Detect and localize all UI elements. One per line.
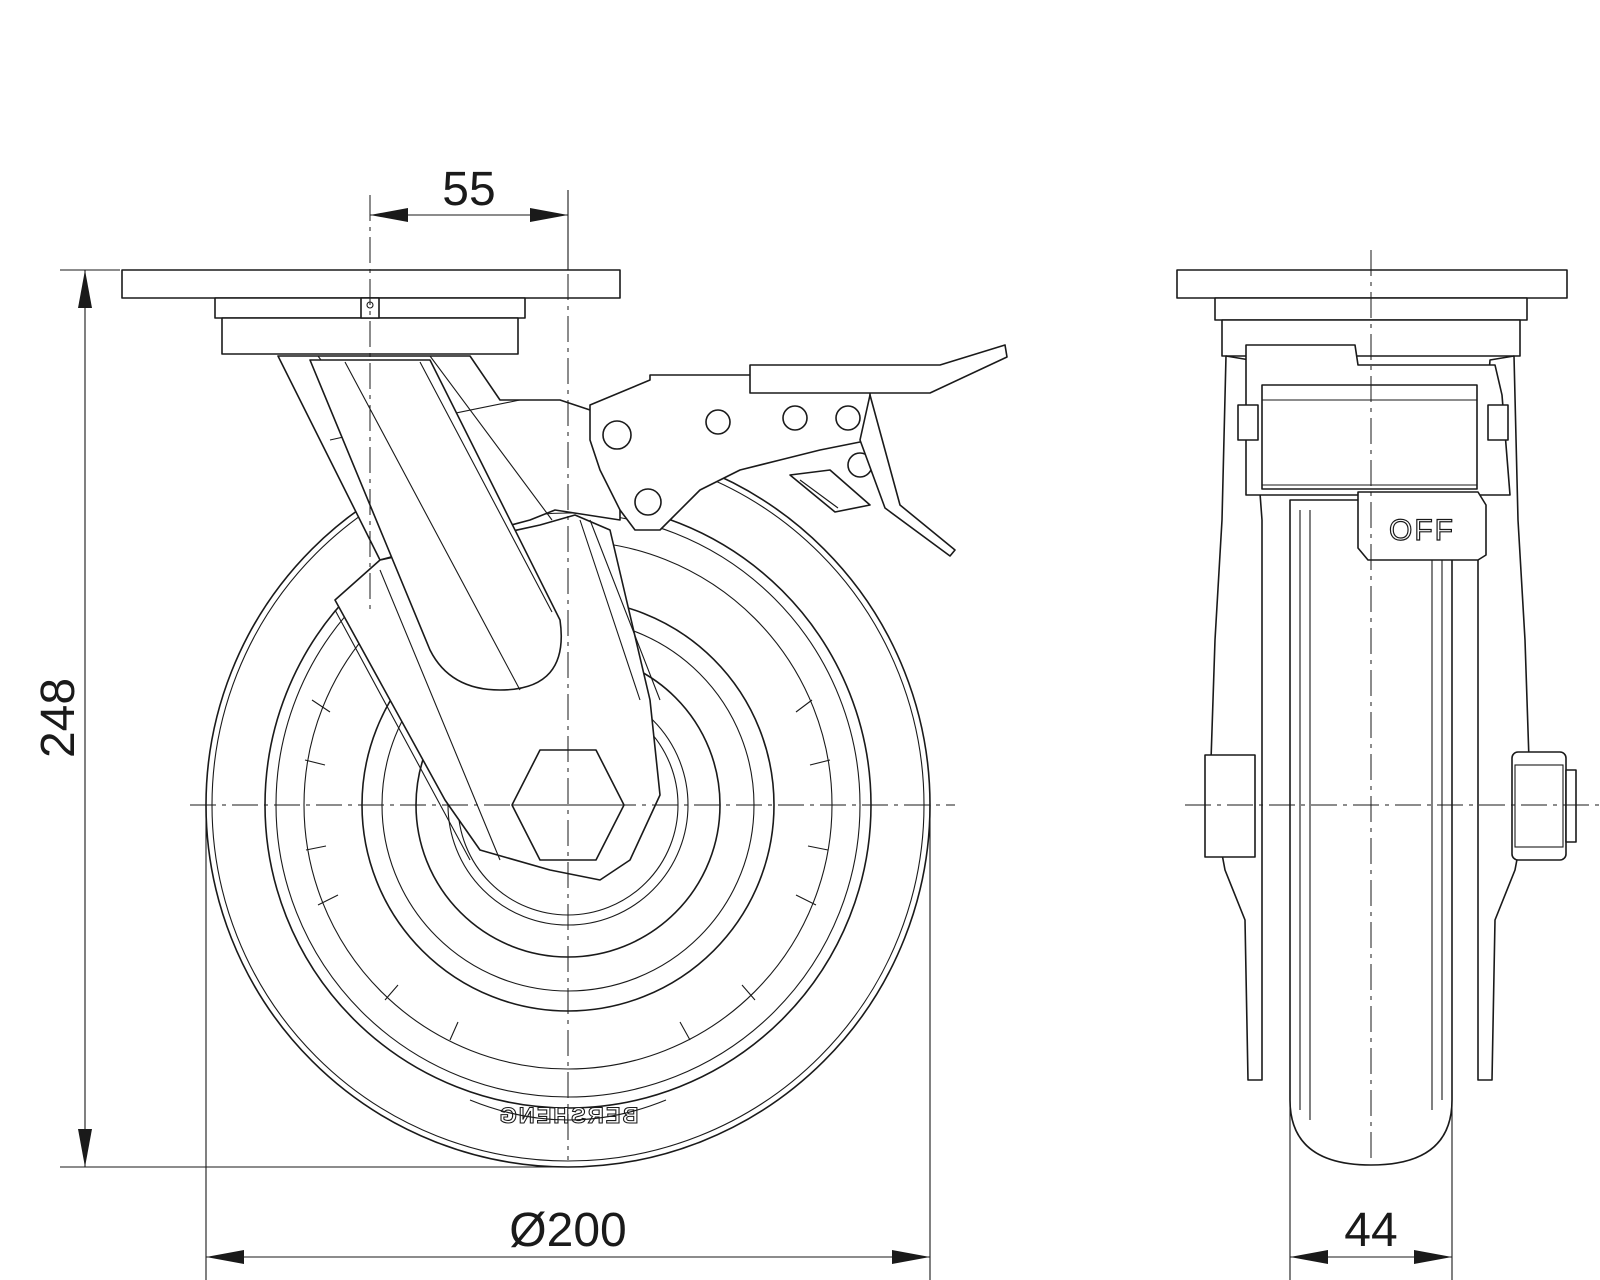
brake-state-label: OFF (1389, 514, 1455, 547)
dim-diameter-value: Ø200 (509, 1204, 626, 1257)
dim-offset: 55 (370, 163, 569, 270)
dim-width-value: 44 (1344, 1204, 1397, 1257)
dim-width: 44 (1289, 1090, 1453, 1280)
side-view: OFF (1176, 250, 1600, 1166)
dimensions: 55 248 Ø200 44 (32, 163, 1453, 1280)
top-plate (121, 269, 621, 355)
dim-diameter: Ø200 (205, 805, 931, 1280)
front-view: BERSHENG (121, 190, 1008, 1168)
dim-height-value: 248 (32, 678, 85, 758)
brake-mechanism (589, 344, 1008, 557)
dim-height: 248 (32, 269, 575, 1168)
dim-offset-value: 55 (442, 163, 495, 216)
brake-indicator-tab (1357, 491, 1487, 561)
